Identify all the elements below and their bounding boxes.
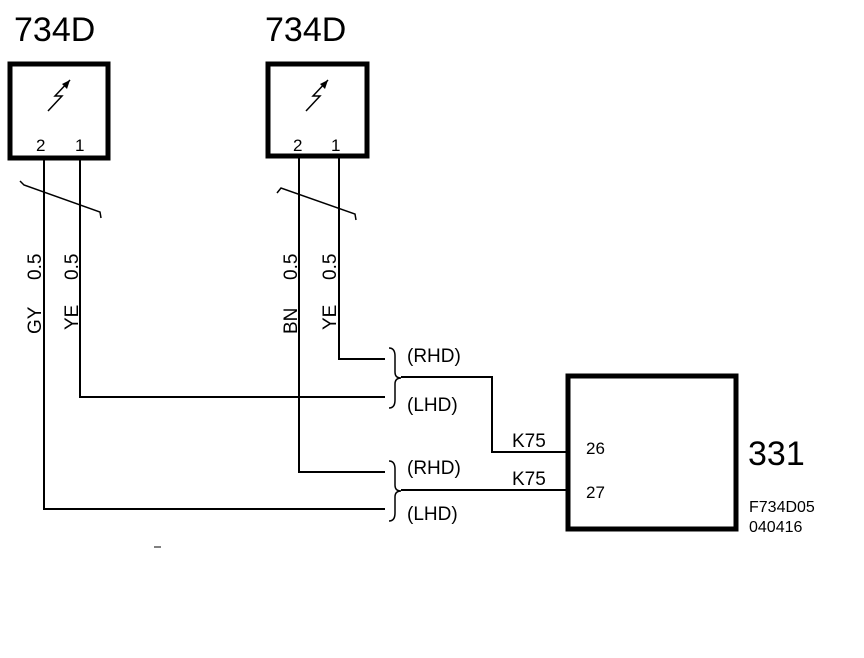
wire-gy [43,160,385,510]
wire-bn [298,158,385,473]
connector-body [7,61,111,161]
twisted-pair-mark [276,187,357,221]
wire-ye-right [338,158,385,360]
variant-label: (LHD) [407,395,458,416]
wire-color-label: GY [25,306,46,334]
connector-title: 734D [14,11,95,49]
wire-size-label: 0.5 [62,254,83,280]
figure-date: 040416 [749,519,802,536]
wire-color-label: YE [62,305,83,330]
sensor-arrow-icon [305,79,329,112]
wire-k75-pin26 [401,376,569,453]
circuit-label: K75 [512,431,546,452]
variant-brace-lower [388,460,402,522]
wire-size-label: 0.5 [281,254,302,280]
figure-code: F734D05 [749,499,815,516]
wire-size-label: 0.5 [320,254,341,280]
twisted-pair-mark [19,180,102,219]
wire-ye-left [79,160,385,398]
variant-brace-upper [388,347,402,409]
wire-color-label: BN [281,308,302,334]
module-pin-label: 27 [586,483,605,502]
variant-label: (RHD) [407,458,461,479]
connector-body [265,61,370,159]
module-title: 331 [748,435,805,473]
pin-label: 2 [293,136,302,155]
sensor-arrow-icon [47,79,71,112]
pin-label: 1 [75,136,84,155]
connector-734d-left: 734D 2 1 [7,11,111,161]
circuit-label: K75 [512,469,546,490]
connector-title: 734D [265,11,346,49]
variant-label: (LHD) [407,504,458,525]
module-body [565,373,739,532]
module-331: 26 27 331 [565,373,805,532]
pin-label: 1 [331,136,340,155]
wire-color-label: YE [320,305,341,330]
module-pin-label: 26 [586,439,605,458]
connector-734d-right: 734D 2 1 [265,11,370,159]
wire-size-label: 0.5 [25,254,46,280]
pin-label: 2 [36,136,45,155]
variant-label: (RHD) [407,346,461,367]
